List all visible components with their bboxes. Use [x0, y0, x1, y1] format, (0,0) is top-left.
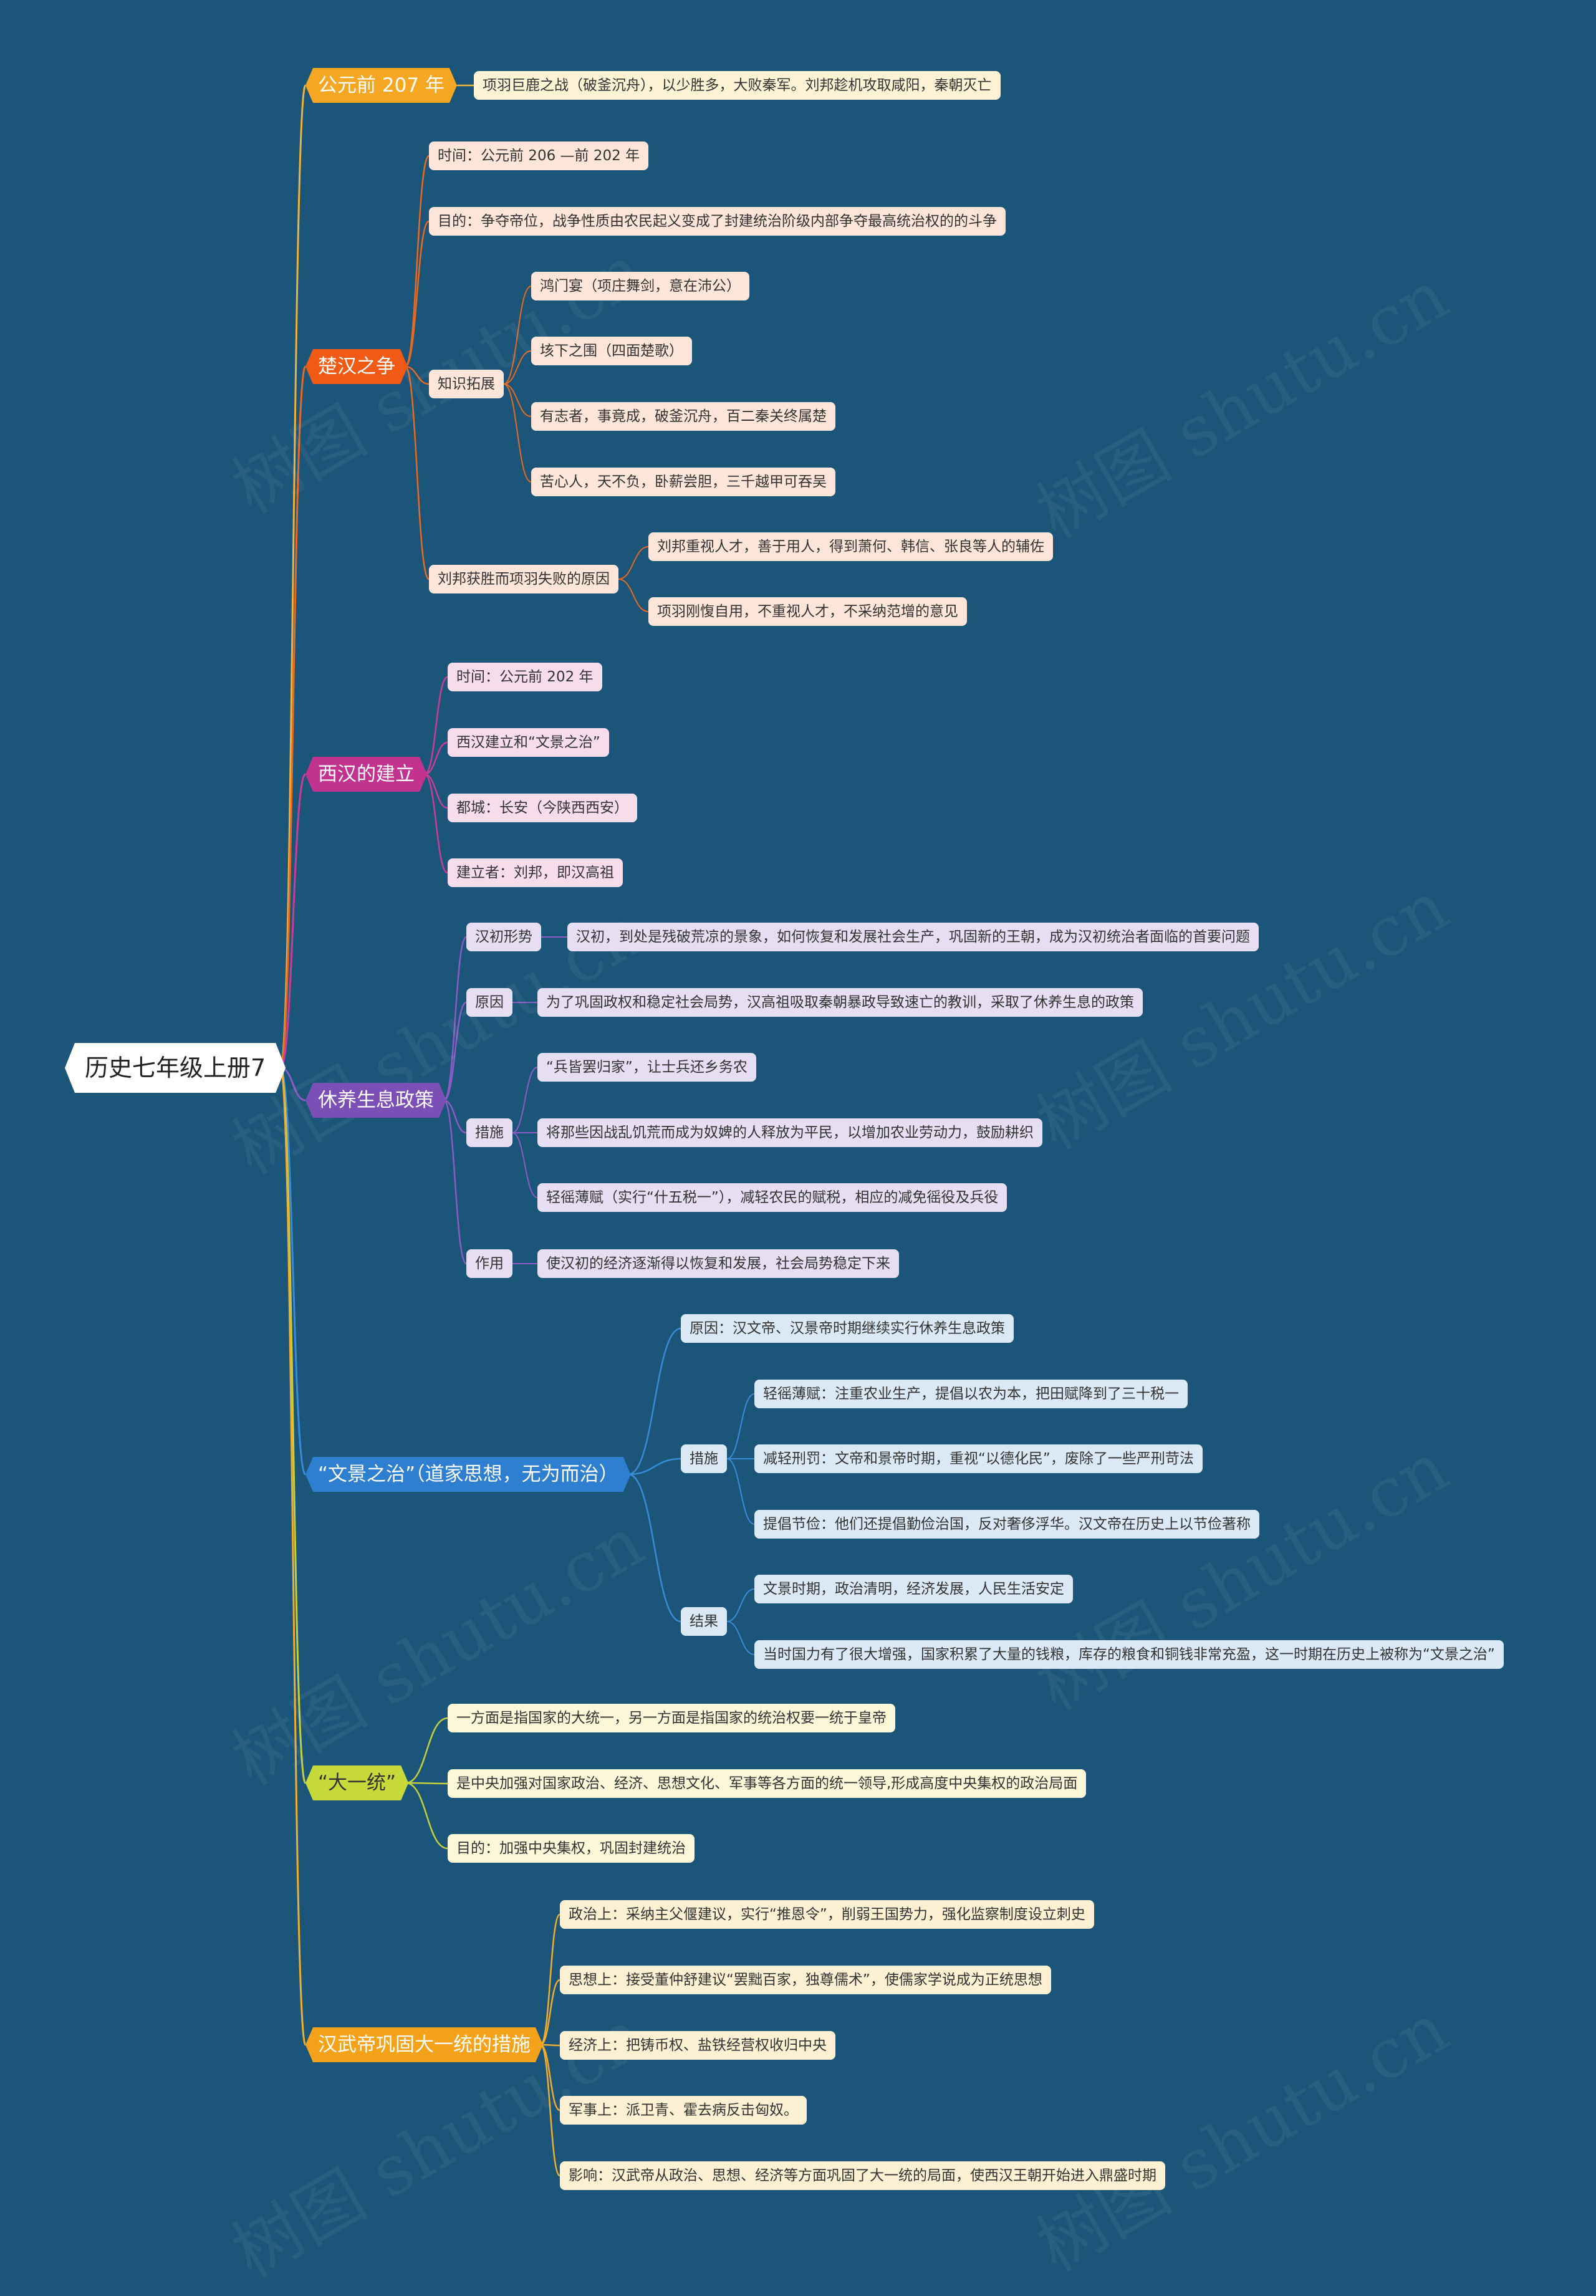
subtopic[interactable]: 目的：加强中央集权，巩固封建统治 — [448, 1834, 695, 1863]
branch-connector — [279, 1067, 307, 2046]
detail-item[interactable]: 文景时期，政治清明，经济发展，人民生活安定 — [754, 1575, 1073, 1603]
branch-topic-1[interactable]: 公元前 207 年 — [305, 68, 457, 103]
subtopic[interactable]: 汉初形势 — [466, 923, 541, 951]
subtopic-connector — [424, 773, 448, 874]
branch-topic-6[interactable]: “大一统” — [305, 1765, 408, 1800]
subtopic[interactable]: 原因 — [466, 988, 512, 1017]
detail-connector — [618, 546, 649, 580]
detail-connector — [503, 383, 532, 417]
subtopic[interactable]: 知识拓展 — [429, 370, 504, 398]
detail-connector — [512, 1067, 538, 1133]
subtopic[interactable]: 军事上：派卫青、霍去病反击匈奴。 — [560, 2096, 807, 2125]
subtopic[interactable]: 目的：争夺帝位，战争性质由农民起义变成了封建统治阶级内部争夺最高统治权的的斗争 — [429, 207, 1006, 236]
subtopic[interactable]: 原因：汉文帝、汉景帝时期继续实行休养生息政策 — [681, 1314, 1014, 1343]
branch-topic-7[interactable]: 汉武帝巩固大一统的措施 — [305, 2027, 543, 2062]
subtopic[interactable]: 措施 — [466, 1118, 512, 1147]
detail-item[interactable]: 提倡节俭：他们还提倡勤俭治国，反对奢侈浮华。汉文帝在历史上以节俭著称 — [754, 1510, 1259, 1539]
subtopic[interactable]: 结果 — [681, 1607, 727, 1636]
detail-connector — [726, 1458, 755, 1525]
detail-item[interactable]: 减轻刑罚：文帝和景帝时期，重视“以德化民”，废除了一些严刑苛法 — [754, 1444, 1203, 1473]
subtopic-connector — [443, 1099, 468, 1265]
detail-connector — [503, 383, 532, 483]
detail-connector — [503, 350, 532, 385]
branch-connector — [279, 1067, 307, 1784]
detail-connector — [512, 1132, 538, 1198]
root-topic[interactable]: 历史七年级上册7 — [65, 1043, 286, 1093]
detail-connector — [726, 1393, 755, 1459]
subtopic-connector — [539, 1913, 561, 2046]
subtopic-connector — [628, 1473, 681, 1623]
detail-item[interactable]: 汉初，到处是残破荒凉的景象，如何恢复和发展社会生产，巩固新的王朝，成为汉初统治者… — [567, 923, 1259, 951]
detail-item[interactable]: 轻徭薄赋：注重农业生产，提倡以农为本，把田赋降到了三十税一 — [754, 1380, 1188, 1408]
subtopic[interactable]: 经济上：把铸币权、盐铁经营权收归中央 — [560, 2031, 835, 2060]
detail-item[interactable]: 为了巩固政权和稳定社会局势，汉高祖吸取秦朝暴政导致速亡的教训，采取了休养生息的政… — [537, 988, 1143, 1017]
detail-item[interactable]: 有志者，事竟成，破釜沉舟，百二秦关终属楚 — [531, 402, 835, 431]
branch-connector — [279, 365, 307, 1069]
branch-topic-3[interactable]: 西汉的建立 — [305, 757, 427, 792]
detail-item[interactable]: 轻徭薄赋（实行“什五税一”），减轻农民的赋税，相应的减免徭役及兵役 — [537, 1183, 1007, 1212]
subtopic[interactable]: 时间：公元前 206 —前 202 年 — [429, 142, 649, 170]
subtopic-connector — [424, 741, 448, 776]
branch-topic-4[interactable]: 休养生息政策 — [305, 1083, 446, 1118]
subtopic[interactable]: 项羽巨鹿之战（破釜沉舟），以少胜多，大败秦军。刘邦趁机攻取咸阳，秦朝灭亡 — [474, 71, 1001, 100]
subtopic[interactable]: 思想上：接受董仲舒建议“罢黜百家，独尊儒术”，使儒家学说成为正统思想 — [560, 1966, 1051, 1994]
detail-item[interactable]: 将那些因战乱饥荒而成为奴婢的人释放为平民，以增加农业劳动力，鼓励耕织 — [537, 1118, 1042, 1147]
subtopic[interactable]: 时间：公元前 202 年 — [448, 663, 602, 691]
subtopic-connector — [404, 155, 430, 368]
subtopic-connector — [539, 2044, 561, 2177]
subtopic[interactable]: 影响：汉武帝从政治、思想、经济等方面巩固了大一统的局面，使西汉王朝开始进入鼎盛时… — [560, 2161, 1165, 2190]
subtopic[interactable]: 措施 — [681, 1444, 727, 1473]
subtopic-connector — [405, 1782, 448, 1785]
subtopic[interactable]: 是中央加强对国家政治、经济、思想文化、军事等各方面的统一领导,形成高度中央集权的… — [448, 1769, 1087, 1798]
subtopic-connector — [443, 1001, 467, 1102]
detail-connector — [618, 579, 649, 612]
subtopic[interactable]: 一方面是指国家的大统一，另一方面是指国家的统治权要一统于皇帝 — [448, 1704, 895, 1732]
subtopic-connector — [405, 220, 430, 368]
subtopic[interactable]: 刘邦获胜而项羽失败的原因 — [429, 565, 618, 593]
subtopic-connector — [443, 1099, 467, 1134]
subtopic-connector — [628, 1327, 681, 1476]
branch-connector — [279, 773, 307, 1069]
detail-item[interactable]: 刘邦重视人才，善于用人，得到萧何、韩信、张良等人的辅佐 — [648, 532, 1053, 561]
detail-connector — [503, 286, 532, 385]
subtopic-connector — [424, 773, 448, 809]
detail-connector — [726, 1621, 755, 1655]
branch-connector — [279, 1067, 307, 1476]
branch-topic-2[interactable]: 楚汉之争 — [305, 349, 408, 384]
subtopic-connector — [424, 676, 448, 776]
subtopic-connector — [628, 1458, 681, 1476]
detail-connector — [726, 1588, 755, 1622]
subtopic-connector — [405, 1782, 448, 1850]
detail-item[interactable]: 鸿门宴（项庄舞剑，意在沛公） — [531, 272, 749, 300]
detail-item[interactable]: 苦心人，天不负，卧薪尝胆，三千越甲可吞吴 — [531, 468, 835, 496]
detail-item[interactable]: 使汉初的经济逐渐得以恢复和发展，社会局势稳定下来 — [537, 1249, 899, 1278]
subtopic-connector — [540, 1979, 560, 2046]
detail-item[interactable]: 当时国力有了很大增强，国家积累了大量的钱粮，库存的粮食和铜钱非常充盈，这一时期在… — [754, 1640, 1504, 1669]
subtopic[interactable]: 政治上：采纳主父偃建议，实行“推恩令”，削弱王国势力，强化监察制度设立刺史 — [560, 1900, 1094, 1929]
detail-item[interactable]: “兵皆罢归家”，让士兵还乡务农 — [537, 1053, 756, 1082]
detail-item[interactable]: 项羽刚愎自用，不重视人才，不采纳范增的意见 — [648, 597, 967, 626]
branch-topic-5[interactable]: “文景之治”（道家思想，无为而治） — [305, 1457, 631, 1492]
subtopic-connector — [404, 365, 430, 580]
subtopic-connector — [405, 1717, 448, 1784]
subtopic[interactable]: 作用 — [466, 1249, 512, 1278]
subtopic-connector — [405, 365, 430, 385]
subtopic[interactable]: 都城：长安（今陕西西安） — [448, 794, 637, 822]
subtopic[interactable]: 西汉建立和“文景之治” — [448, 728, 609, 757]
subtopic-connector — [443, 936, 468, 1102]
subtopic[interactable]: 建立者：刘邦，即汉高祖 — [448, 858, 623, 887]
detail-item[interactable]: 垓下之围（四面楚歌） — [531, 337, 692, 365]
